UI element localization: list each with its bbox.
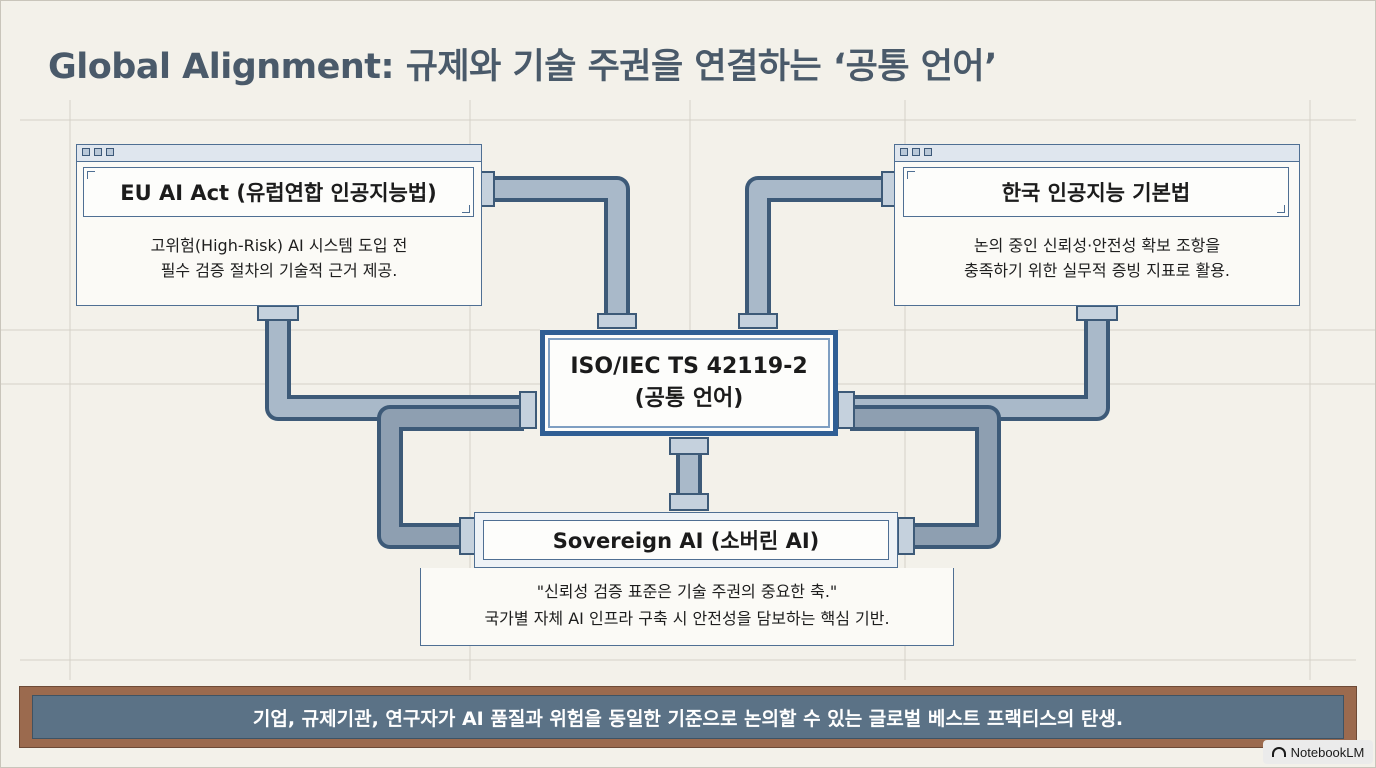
panel-titlebar: [895, 145, 1299, 162]
korea-ai-act-panel: 한국 인공지능 기본법 논의 중인 신뢰성·안전성 확보 조항을 충족하기 위한…: [894, 144, 1300, 306]
window-control-icon: [94, 148, 102, 156]
pipe-kr-to-center: [745, 176, 892, 318]
pipe-couplings: [257, 171, 1118, 555]
pipe-eu-down-to-center: [265, 318, 524, 421]
sovereign-ai-panel: "신뢰성 검증 표준은 기술 주권의 중요한 축." 국가별 자체 AI 인프라…: [420, 568, 954, 646]
sovereign-ai-header: Sovereign AI (소버린 AI): [474, 512, 898, 568]
sovereign-ai-description: 국가별 자체 AI 인프라 구축 시 안전성을 담보하는 핵심 기반.: [484, 609, 890, 628]
notebooklm-badge: NotebookLM: [1263, 740, 1373, 764]
summary-banner: 기업, 규제기관, 연구자가 AI 품질과 위험을 동일한 기준으로 논의할 수…: [19, 686, 1357, 748]
window-control-icon: [106, 148, 114, 156]
eu-ai-act-title: EU AI Act (유럽연합 인공지능법): [83, 167, 474, 217]
window-control-icon: [912, 148, 920, 156]
window-control-icon: [924, 148, 932, 156]
pipe-eu-to-center: [484, 176, 630, 318]
korea-ai-act-title: 한국 인공지능 기본법: [903, 167, 1289, 217]
sovereign-ai-title: Sovereign AI (소버린 AI): [483, 520, 889, 560]
panel-titlebar: [77, 145, 481, 162]
notebooklm-label: NotebookLM: [1290, 744, 1365, 760]
sovereign-ai-quote: "신뢰성 검증 표준은 기술 주권의 중요한 축.": [536, 582, 838, 601]
pipe-kr-down-to-center: [850, 318, 1110, 421]
kr-desc-line-2: 충족하기 위한 실무적 증빙 지표로 활용.: [963, 261, 1231, 280]
page-title: Global Alignment: 규제와 기술 주권을 연결하는 ‘공통 언어…: [48, 47, 997, 87]
window-control-icon: [82, 148, 90, 156]
eu-desc-line-1: 고위험(High-Risk) AI 시스템 도입 전: [150, 236, 408, 255]
summary-text: 기업, 규제기관, 연구자가 AI 품질과 위험을 동일한 기준으로 논의할 수…: [32, 695, 1344, 739]
iso-standard-subtitle: (공통 언어): [634, 386, 744, 411]
notebooklm-logo-icon: [1271, 747, 1286, 757]
iso-standard-hub: ISO/IEC TS 42119-2 (공통 언어): [540, 330, 838, 436]
korea-ai-act-description: 논의 중인 신뢰성·안전성 확보 조항을 충족하기 위한 실무적 증빙 지표로 …: [895, 233, 1299, 283]
window-control-icon: [900, 148, 908, 156]
eu-ai-act-description: 고위험(High-Risk) AI 시스템 도입 전 필수 검증 절차의 기술적…: [77, 233, 481, 283]
iso-standard-name: ISO/IEC TS 42119-2: [570, 354, 808, 379]
eu-desc-line-2: 필수 검증 절차의 기술적 근거 제공.: [160, 261, 398, 280]
eu-ai-act-panel: EU AI Act (유럽연합 인공지능법) 고위험(High-Risk) AI…: [76, 144, 482, 306]
kr-desc-line-1: 논의 중인 신뢰성·안전성 확보 조항을: [973, 236, 1221, 255]
